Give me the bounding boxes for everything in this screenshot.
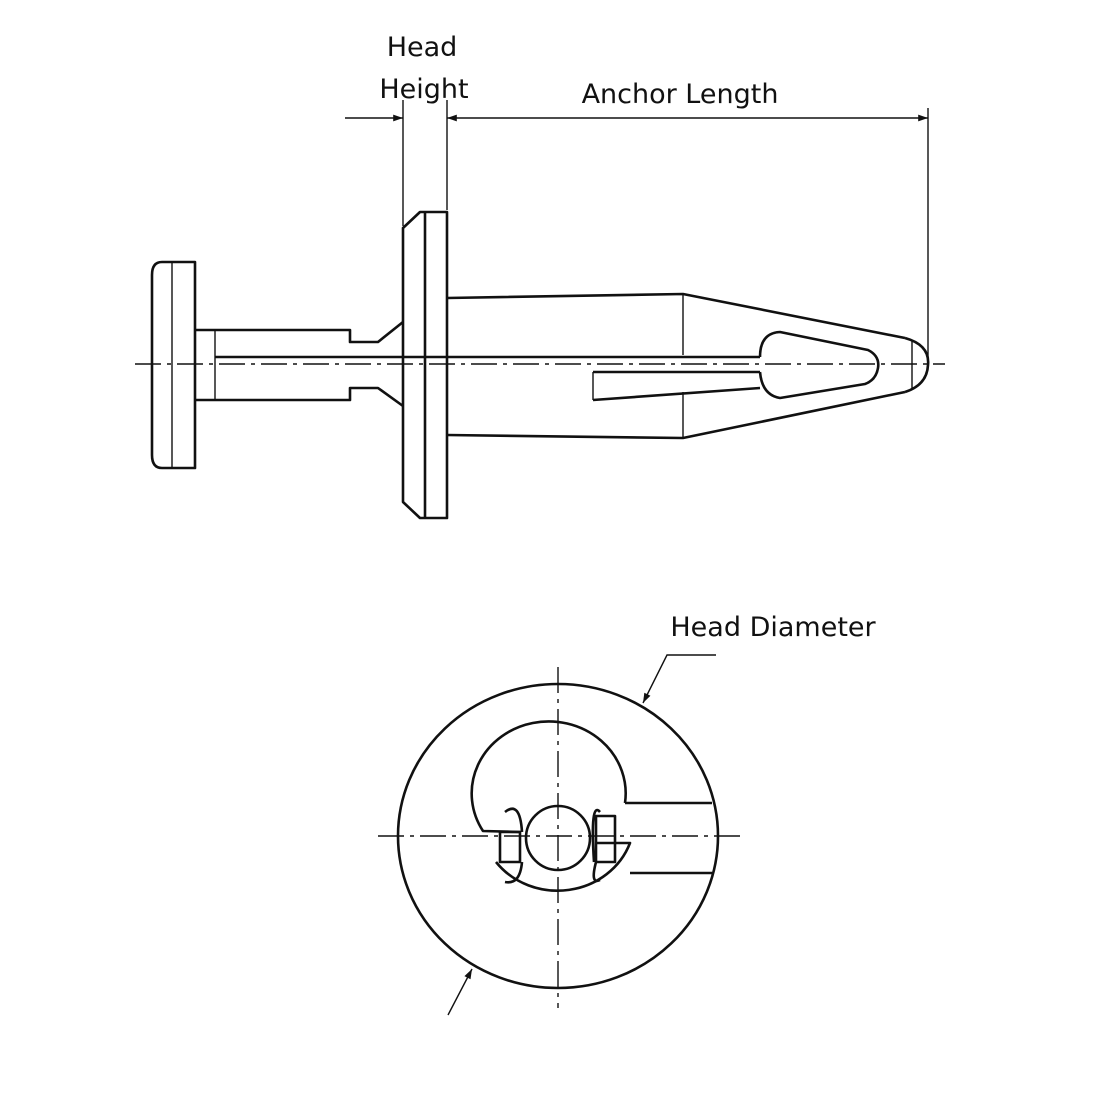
pin-stem-bottom [195,386,404,408]
head-outline [396,682,720,990]
head-height-label-line1: Head [386,32,458,63]
anchor-slot [758,330,880,400]
head-flange [401,210,449,520]
c-ring [470,720,632,892]
body-top [446,292,906,340]
head-height-label-line2: Height [379,74,469,105]
anchor-tip [904,336,930,394]
anchor-length-label: Anchor Length [581,79,779,110]
body-bottom [446,390,906,440]
head-diameter-leader [642,654,716,704]
center-hole [524,804,592,872]
pin-stem-top [195,320,404,344]
head-diameter-label: Head Diameter [670,612,876,643]
head-diameter-arrow-bottom [447,968,473,1016]
end-view [378,654,740,1016]
side-view [135,100,945,520]
pin-knob [150,260,197,470]
